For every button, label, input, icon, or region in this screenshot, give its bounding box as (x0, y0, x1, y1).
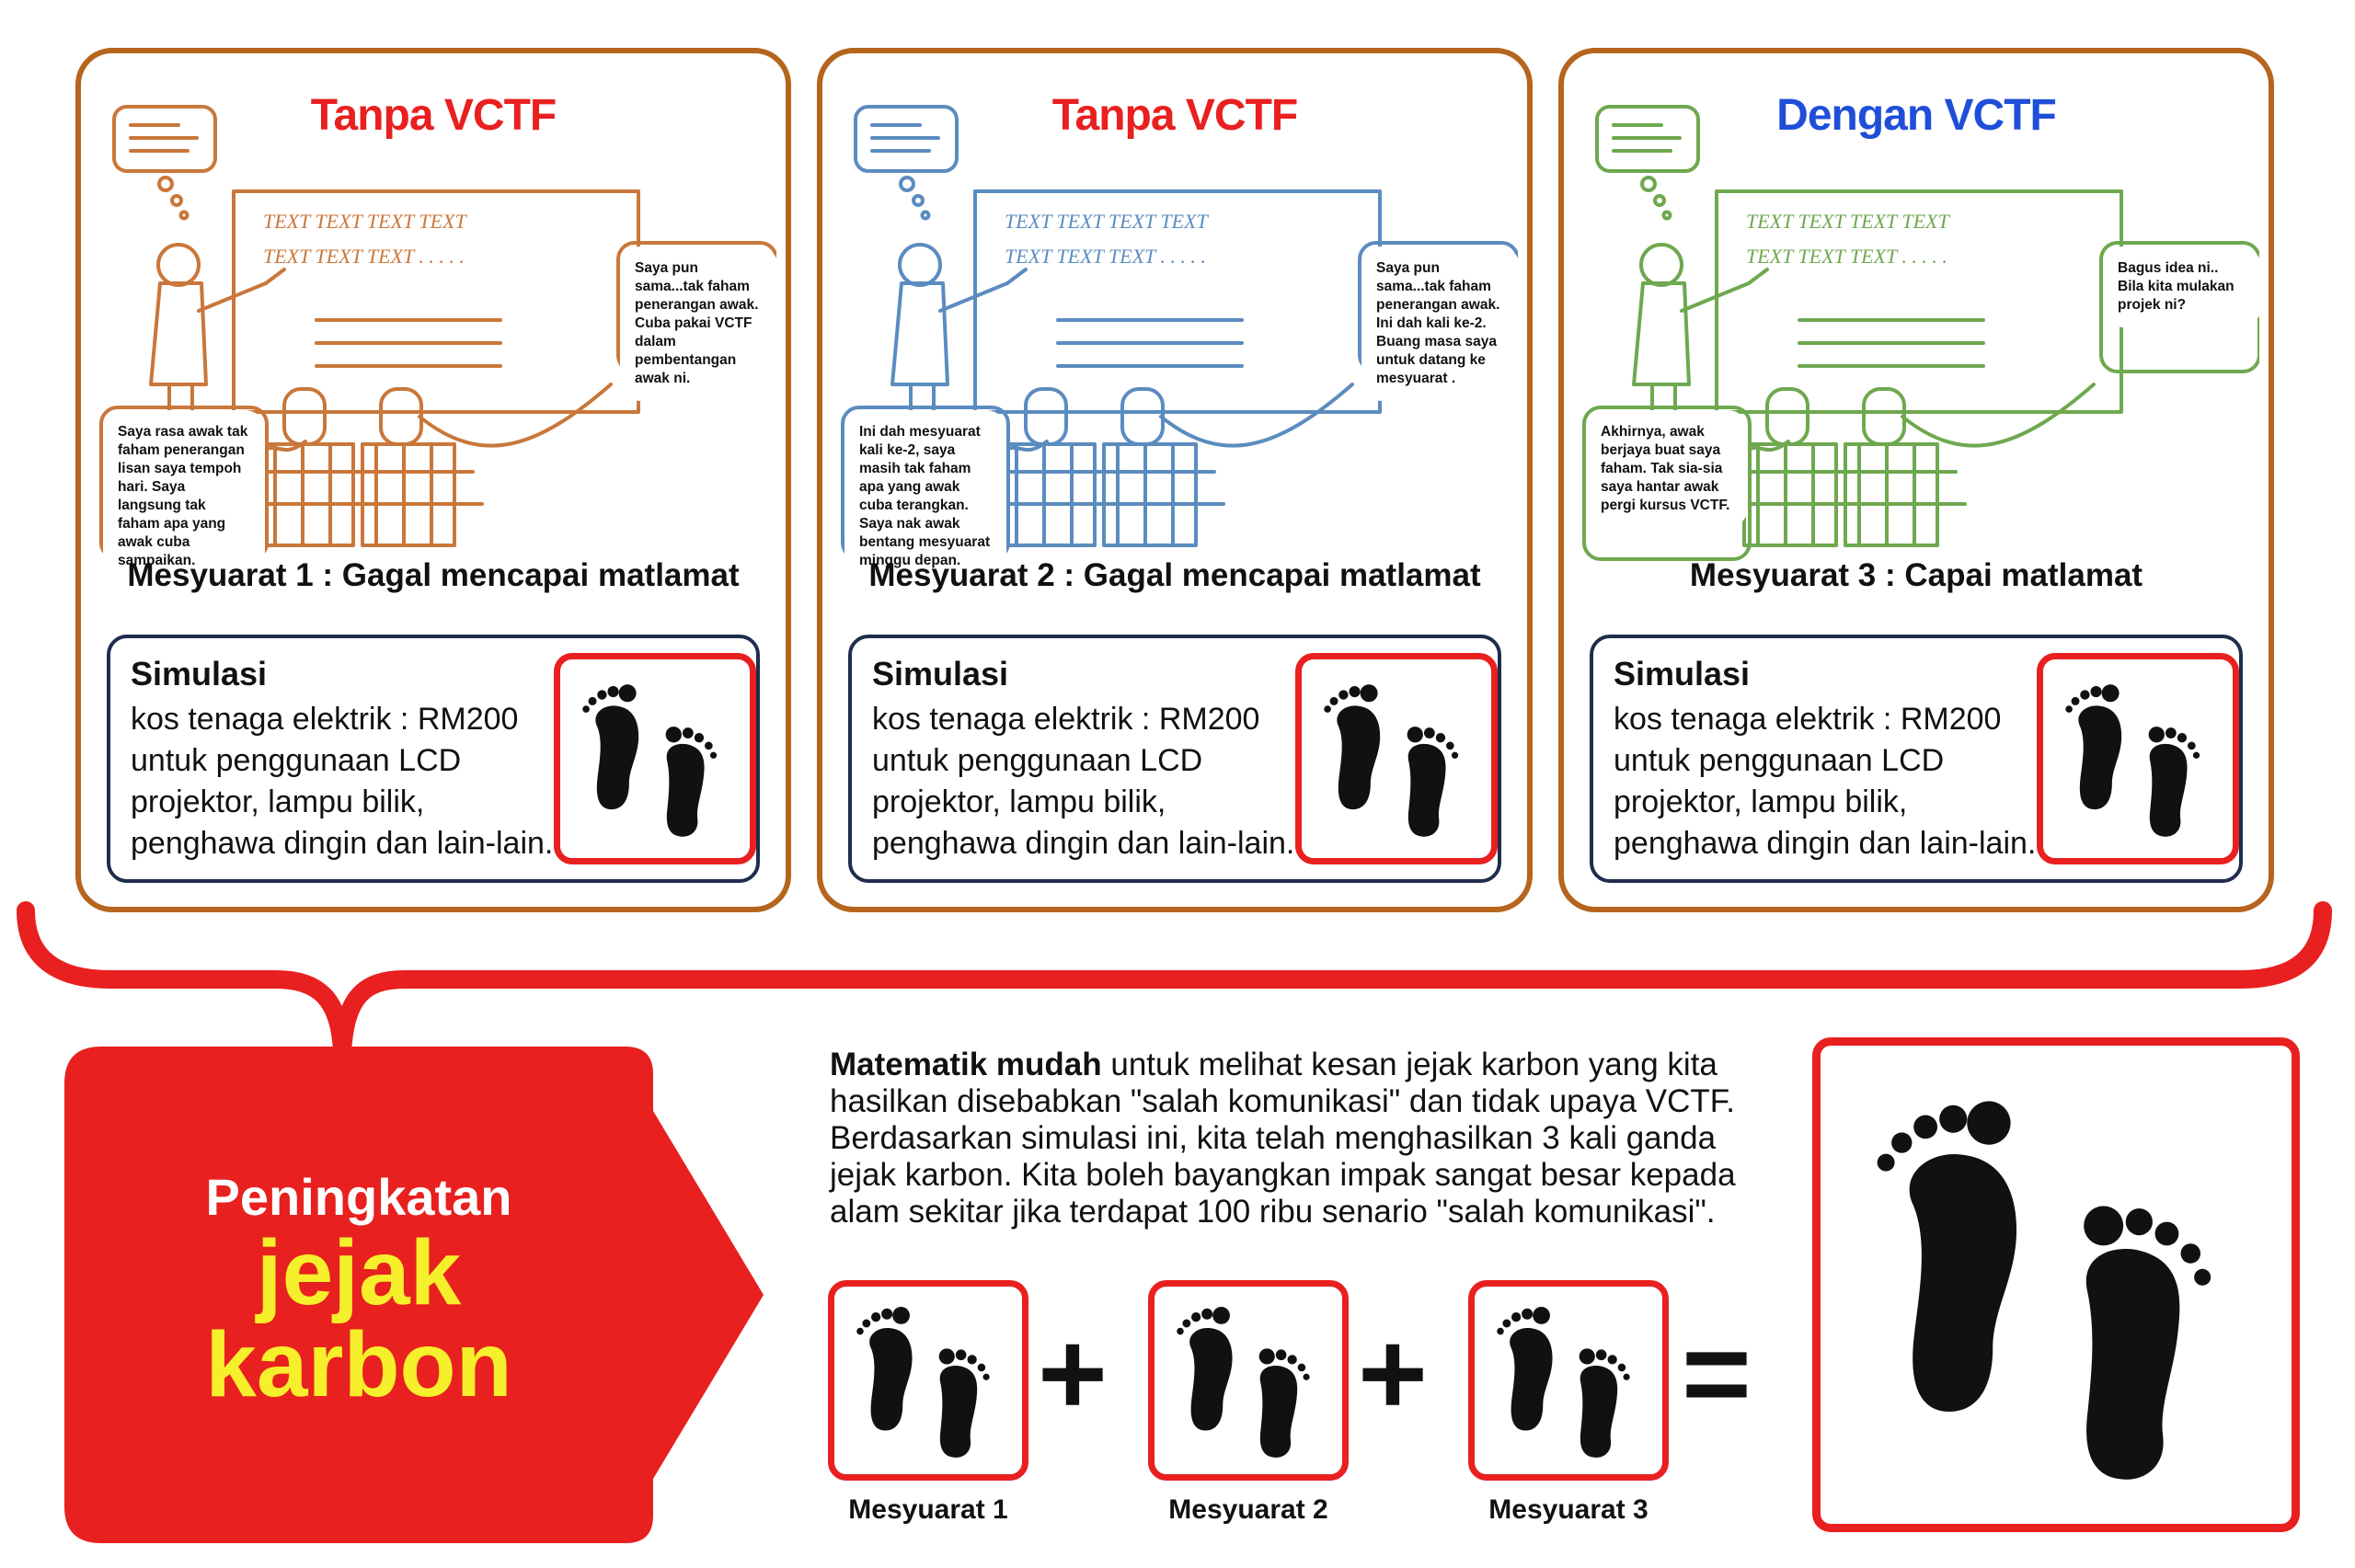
equation-term-3 (1468, 1280, 1669, 1481)
meeting-panel-1: TEXT TEXT TEXT TEXT TEXT TEXT TEXT . . .… (75, 48, 791, 912)
panel-title: Tanpa VCTF (310, 91, 557, 140)
arrow-shape (64, 1047, 764, 1543)
panel-title: Tanpa VCTF (1051, 91, 1298, 140)
explanation-bold-lead: Matematik mudah (830, 1047, 1102, 1082)
footprint-frame (1295, 653, 1498, 864)
footprints-icon (1316, 675, 1476, 841)
sketch-illustration: TEXT TEXT TEXT TEXT TEXT TEXT TEXT . . .… (1582, 105, 2259, 561)
panel-title: Dengan VCTF (1776, 91, 2057, 140)
simulation-title: Simulasi (1614, 655, 1751, 692)
arrow-label-line1: Peningkatan (205, 1168, 512, 1226)
footprints-icon (575, 675, 734, 841)
sketch-illustration: TEXT TEXT TEXT TEXT TEXT TEXT TEXT . . .… (99, 105, 776, 561)
plus-sign: + (1358, 1306, 1428, 1440)
footprints-icon (1169, 1301, 1327, 1459)
speech-bubble-right: Bagus idea ni.. Bila kita mulakan projek… (2103, 246, 2261, 327)
footprint-frame (2037, 653, 2239, 864)
svg-text:TEXT TEXT TEXT . . . . .: TEXT TEXT TEXT . . . . . (1005, 245, 1206, 268)
svg-text:TEXT TEXT TEXT . . . . .: TEXT TEXT TEXT . . . . . (263, 245, 465, 268)
equation-label-2: Mesyuarat 2 (1168, 1494, 1328, 1525)
simulation-box: Simulasi kos tenaga elektrik : RM200 unt… (107, 635, 760, 883)
explanation-text: Matematik mudah untuk melihat kesan jeja… (830, 1047, 1759, 1230)
simulation-text: kos tenaga elektrik : RM200 untuk penggu… (872, 702, 1295, 861)
footprint-frame (554, 653, 756, 864)
simulation-box: Simulasi kos tenaga elektrik : RM200 unt… (1590, 635, 2243, 883)
equation-label-3: Mesyuarat 3 (1488, 1494, 1648, 1525)
panel-caption: Mesyuarat 1 : Gagal mencapai matlamat (127, 557, 740, 593)
speech-bubble-right: Saya pun sama...tak faham penerangan awa… (620, 246, 778, 401)
svg-text:TEXT TEXT TEXT . . . . .: TEXT TEXT TEXT . . . . . (1746, 245, 1947, 268)
arrow-label: Peningkatan jejak karbon (129, 1168, 589, 1411)
curly-brace (17, 901, 2332, 1058)
svg-text:TEXT TEXT TEXT TEXT: TEXT TEXT TEXT TEXT (1746, 210, 1950, 233)
sketch-illustration: TEXT TEXT TEXT TEXT TEXT TEXT TEXT . . .… (841, 105, 1518, 561)
simulation-title: Simulasi (872, 655, 1009, 692)
footprints-icon (849, 1301, 1006, 1459)
equation-result (1812, 1037, 2300, 1532)
simulation-box: Simulasi kos tenaga elektrik : RM200 unt… (848, 635, 1501, 883)
meeting-panel-2: TEXT TEXT TEXT TEXT TEXT TEXT TEXT . . .… (817, 48, 1533, 912)
footprints-icon (2058, 675, 2217, 841)
panel-caption: Mesyuarat 3 : Capai matlamat (1689, 557, 2143, 593)
equals-sign: = (1682, 1306, 1752, 1440)
speech-bubble-left: Ini dah mesyuarat kali ke-2, saya masih … (844, 410, 1006, 583)
arrow-label-line2: jejak (256, 1221, 462, 1324)
equation-label-1: Mesyuarat 1 (848, 1494, 1008, 1525)
simulation-text: kos tenaga elektrik : RM200 untuk penggu… (1614, 702, 2037, 861)
speech-bubble-right: Saya pun sama...tak faham penerangan awa… (1361, 246, 1520, 401)
footprints-icon (1489, 1301, 1647, 1459)
meeting-panel-3: TEXT TEXT TEXT TEXT TEXT TEXT TEXT . . .… (1558, 48, 2274, 912)
svg-text:TEXT TEXT TEXT TEXT: TEXT TEXT TEXT TEXT (263, 210, 467, 233)
speech-bubble-left: Akhirnya, awak berjaya buat saya faham. … (1586, 410, 1748, 528)
footprints-icon (1858, 1084, 2254, 1486)
arrow-label-line3: karbon (205, 1313, 512, 1416)
simulation-title: Simulasi (131, 655, 268, 692)
plus-sign: + (1038, 1306, 1108, 1440)
explanation-body: untuk melihat kesan jejak karbon yang ki… (830, 1047, 1736, 1230)
panel-caption: Mesyuarat 2 : Gagal mencapai matlamat (868, 557, 1481, 593)
svg-text:TEXT TEXT TEXT TEXT: TEXT TEXT TEXT TEXT (1005, 210, 1209, 233)
equation-term-1 (828, 1280, 1028, 1481)
simulation-text: kos tenaga elektrik : RM200 untuk penggu… (131, 702, 554, 861)
speech-bubble-left: Saya rasa awak tak faham penerangan lisa… (103, 410, 265, 583)
equation-term-2 (1148, 1280, 1349, 1481)
